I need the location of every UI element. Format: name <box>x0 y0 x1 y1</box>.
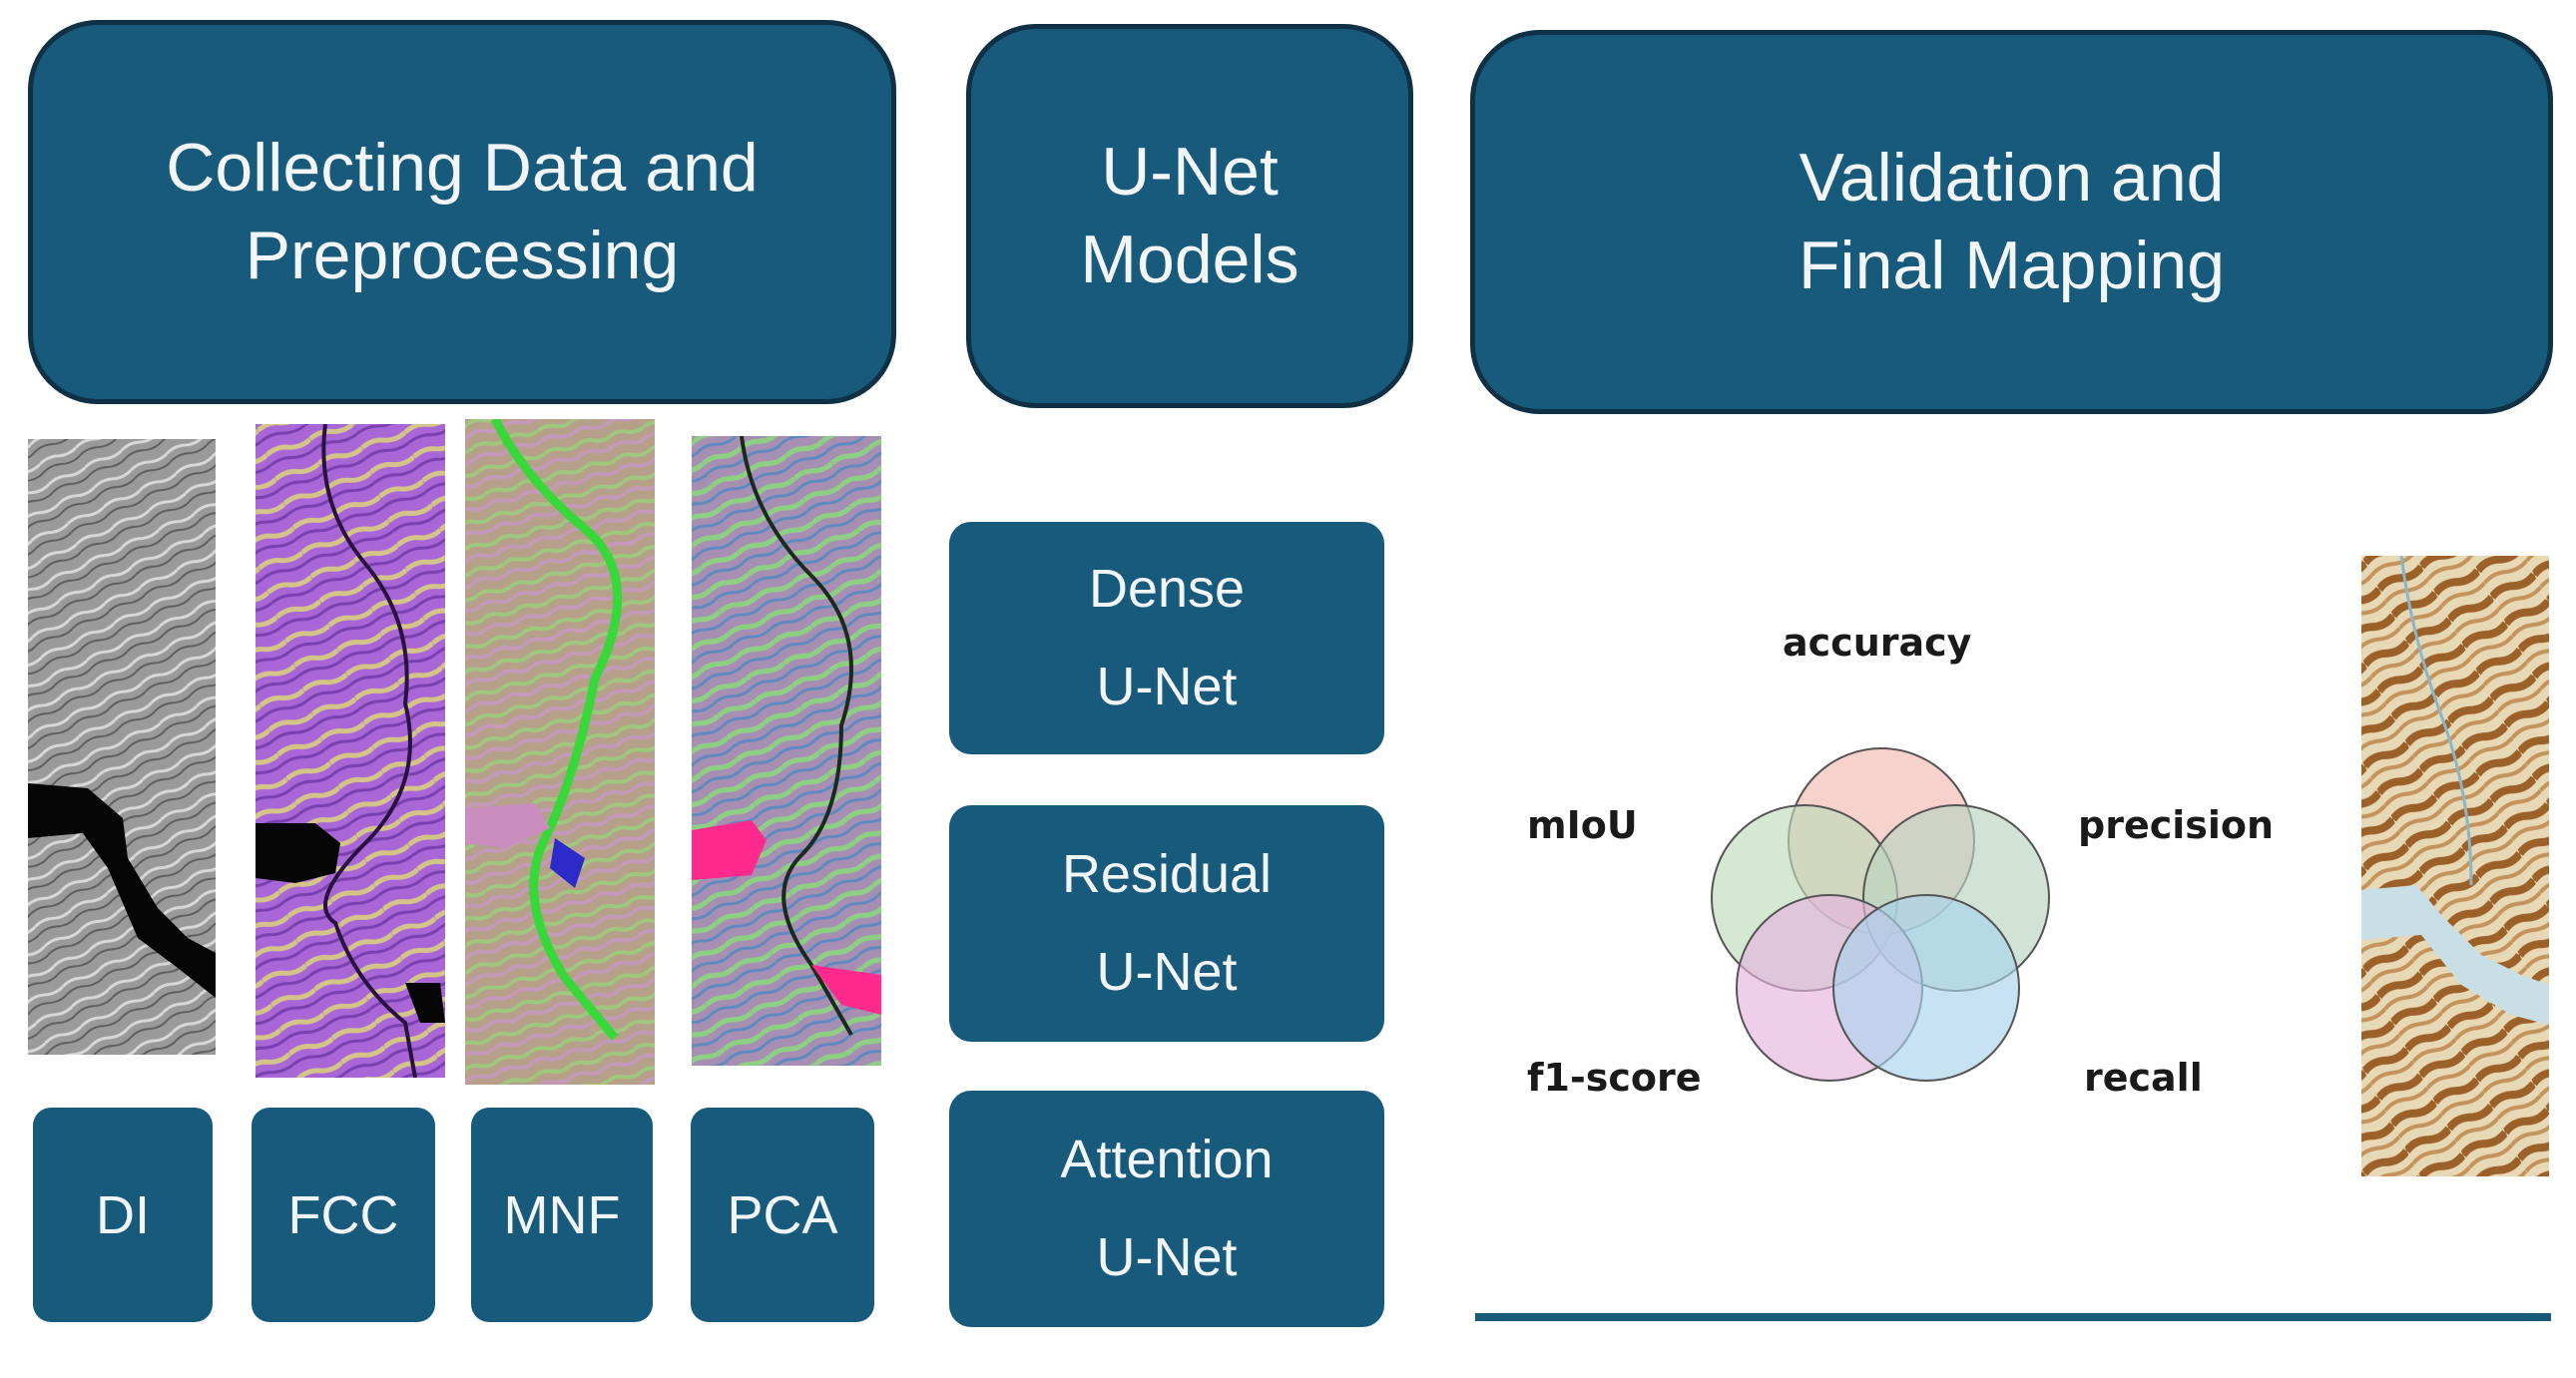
model-dense-line1: Dense <box>1088 559 1246 620</box>
bottom-divider <box>1475 1313 2551 1321</box>
model-attention-line2: U-Net <box>1096 1226 1238 1287</box>
final-map-image <box>2361 556 2549 1176</box>
model-box-dense: Dense U-Net <box>949 522 1384 754</box>
method-box-pca: PCA <box>691 1108 874 1322</box>
metric-accuracy: accuracy <box>1783 621 1972 665</box>
header-collecting-label: Collecting Data and Preprocessing <box>166 130 759 293</box>
model-residual-line2: U-Net <box>1096 941 1238 1002</box>
method-box-fcc: FCC <box>252 1108 435 1322</box>
fcc-image <box>256 424 445 1078</box>
header-collecting-data: Collecting Data and Preprocessing <box>28 20 896 404</box>
mnf-image <box>465 419 655 1085</box>
model-box-residual: Residual U-Net <box>949 805 1384 1042</box>
pca-image <box>692 436 881 1066</box>
header-models-label: U-Net Models <box>1080 134 1299 297</box>
method-label-fcc: FCC <box>287 1184 399 1245</box>
header-unet-models: U-Net Models <box>966 24 1413 408</box>
metric-miou: mIoU <box>1527 803 1638 847</box>
method-box-mnf: MNF <box>471 1108 653 1322</box>
metric-precision: precision <box>2078 803 2275 847</box>
header-validation: Validation and Final Mapping <box>1470 30 2553 414</box>
model-box-attention: Attention U-Net <box>949 1091 1384 1327</box>
model-residual-line1: Residual <box>1061 844 1273 905</box>
method-label-di: DI <box>96 1184 150 1245</box>
model-attention-line1: Attention <box>1060 1130 1274 1190</box>
metric-f1-score: f1-score <box>1527 1056 1702 1100</box>
method-box-di: DI <box>33 1108 213 1322</box>
method-label-pca: PCA <box>727 1184 838 1245</box>
di-image <box>28 439 216 1055</box>
header-validation-label: Validation and Final Mapping <box>1798 140 2226 303</box>
model-dense-line2: U-Net <box>1096 656 1238 716</box>
venn-diagram <box>1711 747 2050 1082</box>
metric-recall: recall <box>2084 1056 2203 1100</box>
method-label-mnf: MNF <box>503 1184 621 1245</box>
venn-circle-recall <box>1832 894 2020 1082</box>
